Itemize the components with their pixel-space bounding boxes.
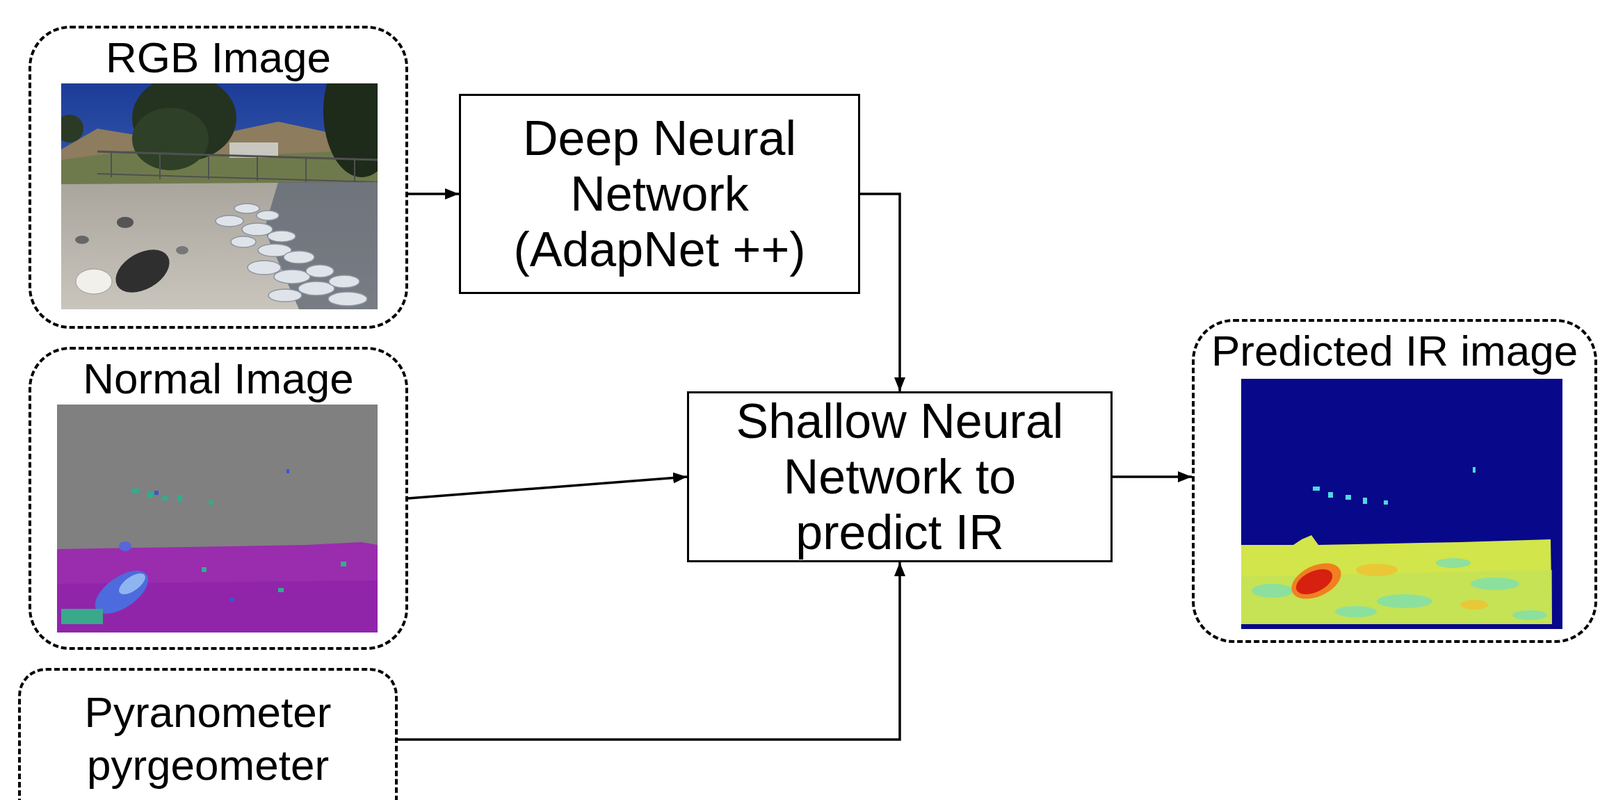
illustration-shape xyxy=(1383,500,1388,505)
illustration-shape xyxy=(1241,535,1553,625)
illustration-shape xyxy=(154,469,290,603)
illustration-shape xyxy=(61,609,103,625)
illustration-shape xyxy=(1460,600,1489,610)
illustration-shape xyxy=(61,182,378,310)
illustration-shape xyxy=(61,149,378,185)
illustration-shape xyxy=(323,83,378,178)
rgb-photo xyxy=(61,83,378,310)
illustration-shape xyxy=(207,154,210,180)
illustration-shape xyxy=(267,230,296,242)
illustration-shape xyxy=(110,151,112,178)
box-label: Shallow Neural Network to predict IR xyxy=(709,393,1090,561)
illustration-shape xyxy=(1241,378,1563,630)
illustration-shape xyxy=(1335,606,1377,618)
illustration-shape xyxy=(1472,467,1476,473)
illustration-shape xyxy=(1241,570,1553,625)
illustration-shape xyxy=(132,488,347,593)
illustration-shape xyxy=(116,216,134,229)
illustration-shape xyxy=(111,151,355,183)
illustration-shape xyxy=(215,203,368,306)
illustration-shape xyxy=(154,490,159,496)
illustration-shape xyxy=(305,157,307,183)
flow-arrow xyxy=(408,477,688,499)
illustration-shape xyxy=(97,173,378,183)
illustration-shape xyxy=(328,292,368,306)
illustration-shape xyxy=(229,598,235,603)
rgb-image-panel: RGB Image xyxy=(28,25,409,329)
illustration-shape xyxy=(115,569,149,599)
illustration-shape xyxy=(230,236,256,248)
illustration-shape xyxy=(75,269,112,295)
illustration-shape xyxy=(1470,577,1520,591)
illustration-shape xyxy=(1362,497,1368,505)
illustration-shape xyxy=(1345,495,1352,500)
illustration-shape xyxy=(1512,610,1548,621)
ir-map xyxy=(1241,378,1563,630)
flow-arrow xyxy=(408,192,459,196)
illustration-shape xyxy=(208,500,213,505)
illustration-shape xyxy=(108,240,178,302)
illustration-shape xyxy=(1251,584,1294,599)
illustration-shape xyxy=(286,469,290,474)
illustration-shape xyxy=(1435,558,1471,569)
illustration-shape xyxy=(97,151,378,160)
panel-heading: Pyranometer pyrgeometer xyxy=(27,686,389,793)
illustration-shape xyxy=(61,114,84,143)
illustration-shape xyxy=(353,158,356,183)
illustration-shape xyxy=(298,281,335,296)
illustration-shape xyxy=(201,567,207,573)
illustration-shape xyxy=(273,269,311,284)
illustration-shape xyxy=(118,541,132,552)
illustration-shape xyxy=(283,251,315,264)
illustration-shape xyxy=(57,404,378,633)
illustration-shape xyxy=(328,275,360,288)
flow-arrow xyxy=(1112,475,1192,479)
illustration-shape xyxy=(132,488,140,494)
illustration-shape xyxy=(1355,563,1489,610)
illustration-shape xyxy=(340,561,347,567)
box-label: Deep Neural Network (AdapNet ++) xyxy=(481,110,838,278)
illustration-shape xyxy=(159,152,161,180)
illustration-shape xyxy=(132,107,209,171)
illustration-shape xyxy=(1312,486,1320,491)
ir-image-panel: Predicted IR image xyxy=(1191,319,1598,644)
illustration-shape xyxy=(1355,563,1398,577)
illustration-shape xyxy=(268,289,302,302)
illustration-shape xyxy=(175,246,189,255)
illustration-shape xyxy=(256,155,258,181)
illustration-shape xyxy=(1376,594,1433,609)
illustration-shape xyxy=(215,215,244,227)
normal-image-panel: Normal Image xyxy=(28,346,409,651)
illustration-shape xyxy=(177,495,183,502)
illustration-shape xyxy=(1312,467,1476,505)
illustration-shape xyxy=(1291,564,1336,601)
flow-arrow xyxy=(397,562,900,740)
panel-heading: Normal Image xyxy=(82,353,354,404)
process-box: Deep Neural Network (AdapNet ++) xyxy=(458,93,861,295)
illustration-shape xyxy=(147,492,153,498)
process-box: Shallow Neural Network to predict IR xyxy=(687,391,1113,563)
illustration-shape xyxy=(1328,492,1333,498)
illustration-shape xyxy=(234,203,260,214)
panel-heading: Predicted IR image xyxy=(1211,326,1578,376)
illustration-shape xyxy=(247,260,281,275)
illustration-shape xyxy=(305,264,334,278)
illustration-shape xyxy=(1285,556,1347,607)
illustration-shape xyxy=(75,235,90,245)
sensor-box: Pyranometer pyrgeometer xyxy=(18,668,398,800)
illustration-shape xyxy=(57,542,378,633)
panel-heading: RGB Image xyxy=(105,32,331,83)
illustration-shape xyxy=(241,223,273,236)
normal-map xyxy=(57,404,378,633)
illustration-shape xyxy=(278,588,284,593)
flow-arrow xyxy=(860,194,900,392)
illustration-shape xyxy=(162,496,169,501)
illustration-shape xyxy=(256,210,279,221)
